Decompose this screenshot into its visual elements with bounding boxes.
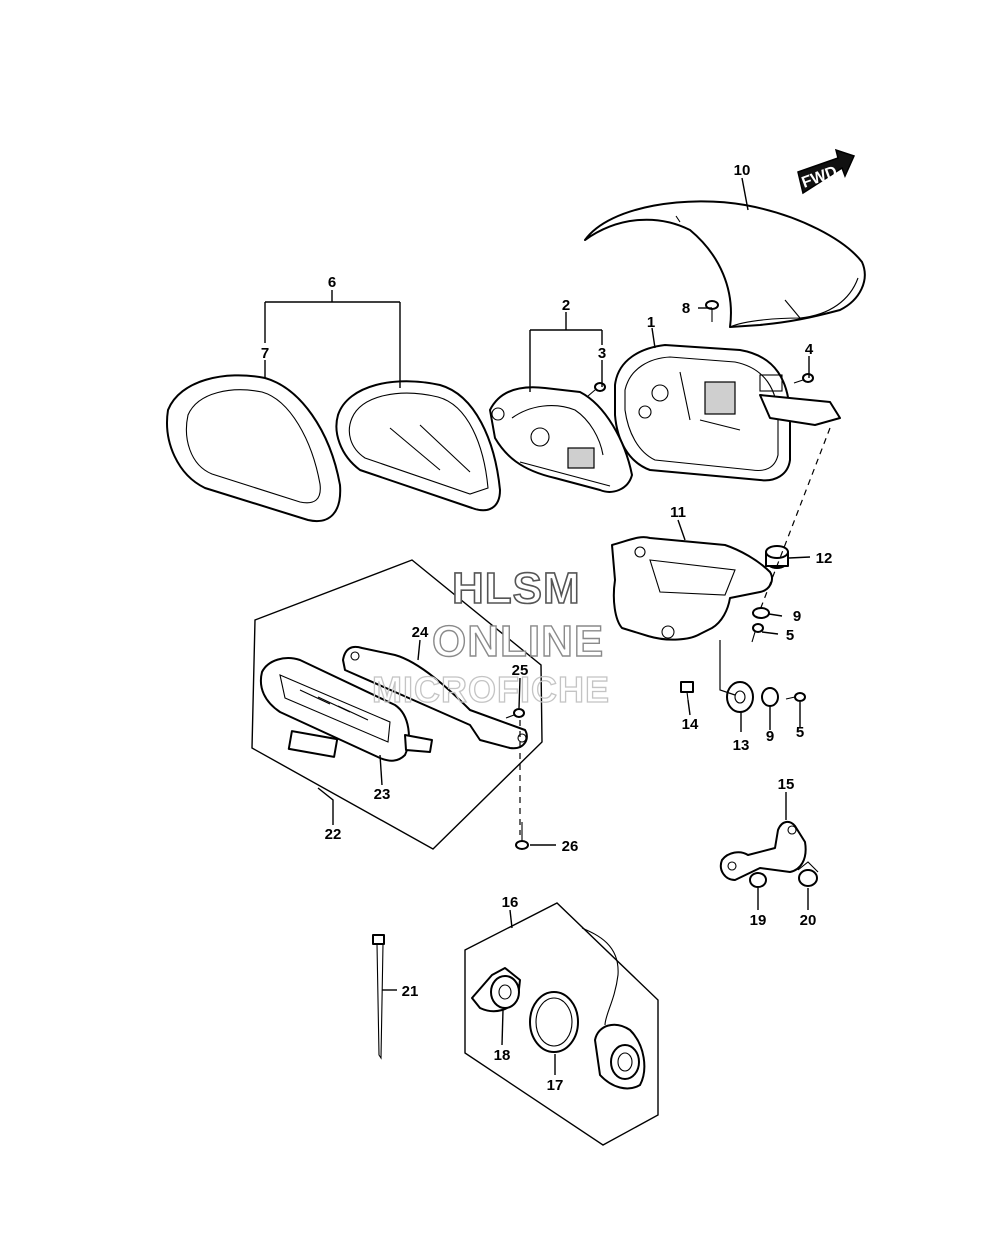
callout-16: 16 — [502, 894, 519, 911]
clamp-20 — [797, 861, 819, 887]
callout-8: 8 — [682, 300, 690, 317]
cable-tie-21 — [372, 934, 385, 1060]
callout-14: 14 — [682, 716, 699, 733]
callout-7: 7 — [261, 345, 269, 362]
watermark-line-3: MICROFICHE — [372, 669, 610, 710]
watermark: HLSM ONLINE MICROFICHE — [371, 563, 610, 710]
bracket-15 — [719, 820, 807, 881]
o-ring-17 — [529, 991, 579, 1053]
screw-8 — [705, 300, 719, 322]
fwd-arrow-icon: FWD — [797, 148, 856, 195]
meter-bracket — [611, 536, 773, 641]
meter-bezel — [166, 374, 342, 523]
indicator-lamp-23 — [260, 657, 433, 762]
washer-19 — [749, 872, 767, 888]
cushion-12 — [765, 545, 789, 569]
callouts: 1 2 3 4 5 5 6 7 8 9 9 10 11 12 13 14 15 … — [261, 162, 833, 1094]
callout-9-upper: 9 — [793, 608, 801, 625]
callout-13: 13 — [733, 737, 750, 754]
callout-22: 22 — [325, 826, 342, 843]
meter-assembly — [489, 386, 633, 493]
watermark-line-1: HLSM — [452, 564, 581, 613]
callout-19: 19 — [750, 912, 767, 929]
meter-lens — [335, 380, 501, 512]
meter-cover — [584, 200, 866, 328]
callout-9-lower: 9 — [766, 728, 774, 745]
indicator-group-box — [251, 559, 543, 850]
grommet-13 — [726, 681, 754, 713]
callout-21: 21 — [402, 983, 419, 1000]
socket-18 — [471, 967, 521, 1013]
callout-15: 15 — [778, 776, 795, 793]
callout-2: 2 — [562, 297, 570, 314]
callout-5-upper: 5 — [786, 627, 794, 644]
fwd-label: FWD — [800, 163, 840, 191]
callout-1: 1 — [647, 314, 655, 331]
callout-25: 25 — [512, 662, 529, 679]
guide-line-grommet — [719, 640, 736, 696]
screw-5-lower — [785, 692, 806, 702]
screw-26 — [515, 822, 529, 850]
callout-18: 18 — [494, 1047, 511, 1064]
screw-5-upper — [751, 623, 764, 643]
washer-9-upper — [752, 607, 770, 619]
watermark-line-2: ONLINE — [432, 617, 604, 666]
callout-3: 3 — [598, 345, 606, 362]
screw-4 — [793, 373, 814, 384]
meter-case — [614, 344, 841, 482]
leader-lines — [264, 177, 811, 1075]
callout-24: 24 — [412, 624, 429, 641]
callout-23: 23 — [374, 786, 391, 803]
callout-4: 4 — [805, 341, 814, 358]
bulb-socket — [581, 927, 646, 1090]
indicator-bracket-24 — [342, 645, 528, 750]
callout-17: 17 — [547, 1077, 564, 1094]
bolt-14 — [680, 681, 694, 701]
callout-5-lower: 5 — [796, 724, 804, 741]
screw-25 — [505, 708, 525, 719]
callout-11: 11 — [670, 504, 686, 521]
washer-9-lower — [761, 687, 779, 707]
callout-12: 12 — [816, 550, 833, 567]
callout-10: 10 — [734, 162, 751, 179]
socket-group-box — [464, 902, 659, 1146]
callout-6: 6 — [328, 274, 336, 291]
callout-26: 26 — [562, 838, 579, 855]
callout-20: 20 — [800, 912, 817, 929]
